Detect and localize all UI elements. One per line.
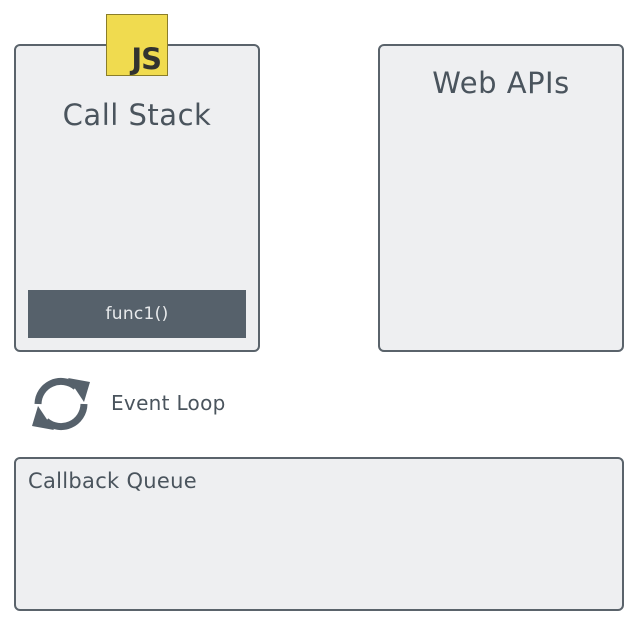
callback-queue-title: Callback Queue — [28, 469, 197, 493]
web-apis-title: Web APIs — [432, 66, 570, 100]
call-stack-title: Call Stack — [62, 98, 212, 132]
web-apis-panel: Web APIs — [378, 44, 624, 352]
js-logo-text: JS — [131, 42, 162, 76]
js-logo-icon: JS — [106, 14, 168, 76]
call-stack-panel: Call Stack func1() — [14, 44, 260, 352]
refresh-icon — [32, 377, 90, 431]
stack-frame: func1() — [28, 290, 246, 338]
callback-queue-panel: Callback Queue — [14, 457, 624, 611]
event-loop-label: Event Loop — [111, 391, 226, 415]
